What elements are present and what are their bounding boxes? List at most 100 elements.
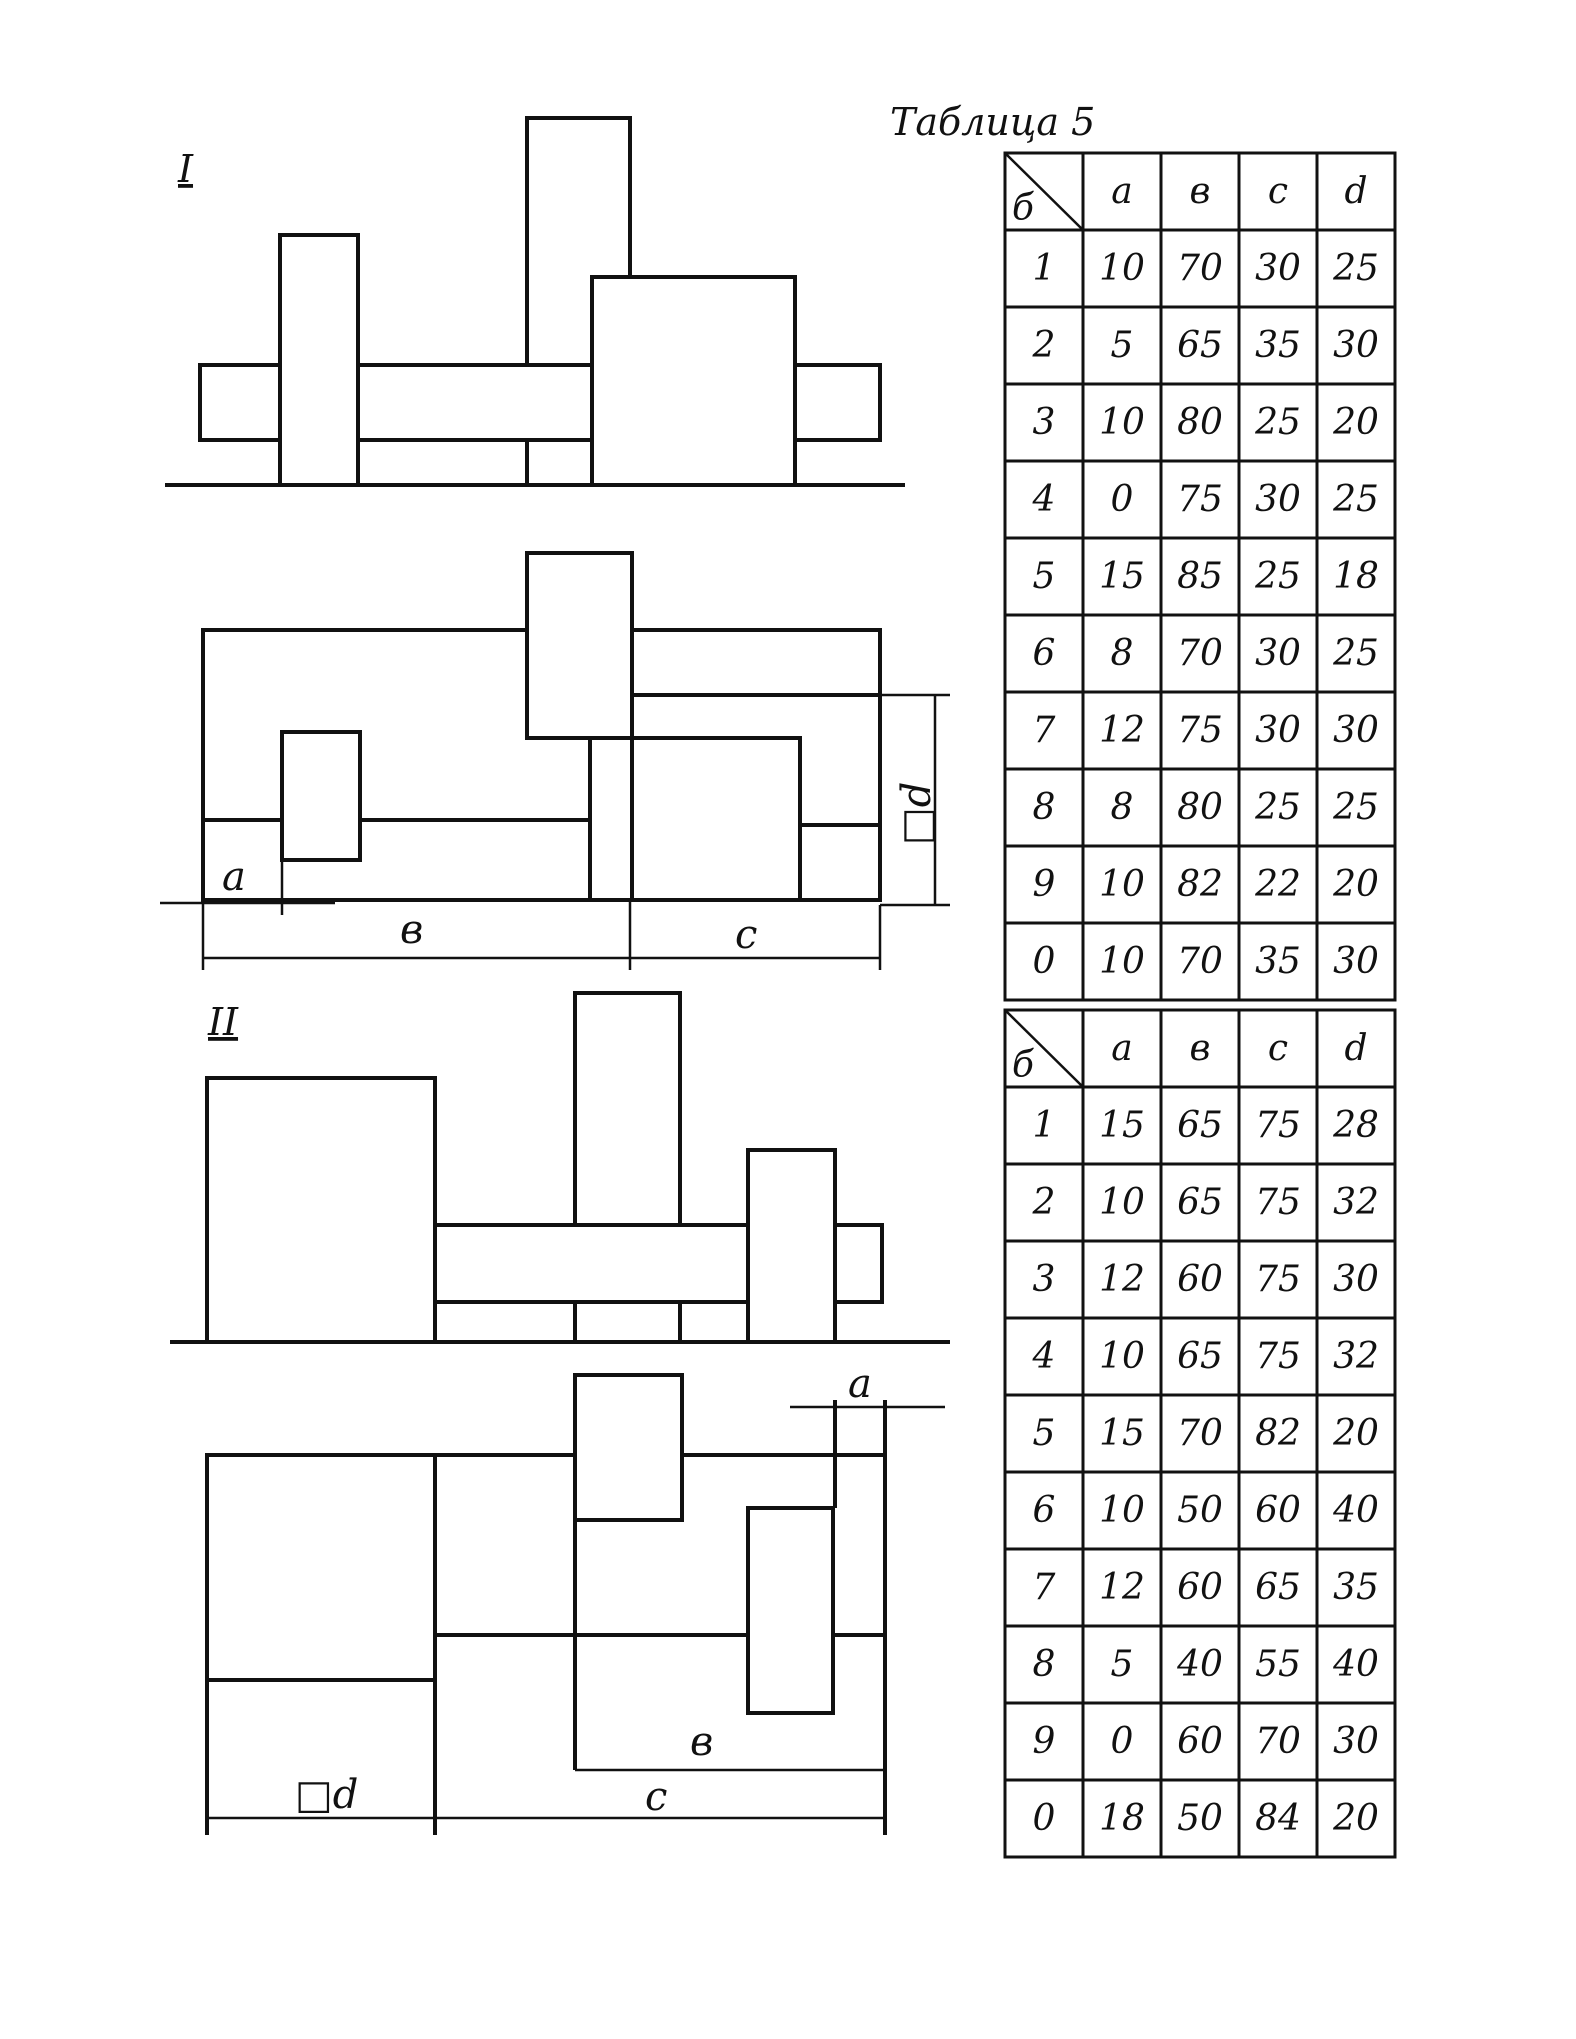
table-value: 35 (1333, 1567, 1379, 1608)
table-value: 70 (1177, 1413, 1223, 1454)
table-value: 32 (1333, 1182, 1379, 1223)
table-value: 10 (1099, 864, 1145, 905)
table-value: 0 (1111, 1721, 1134, 1762)
table-value: 85 (1177, 556, 1223, 597)
table-cell (1315, 690, 1397, 771)
table-value: 40 (1332, 1490, 1379, 1531)
table-cell (1159, 767, 1241, 848)
table-cell (1237, 1008, 1319, 1089)
table-cell (1003, 844, 1085, 925)
table-value: 75 (1177, 479, 1223, 520)
dim-2-a-label: a (848, 1361, 872, 1407)
table-header: d (1344, 171, 1367, 212)
table-value: 82 (1177, 864, 1223, 905)
table-value: 18 (1099, 1798, 1145, 1839)
table-value: 10 (1099, 941, 1145, 982)
table-value: 15 (1099, 1413, 1145, 1454)
table-value: 8 (1111, 787, 1134, 828)
table-corner-diagonal (1004, 152, 1084, 231)
table-cell (1315, 228, 1397, 309)
table-cell (1237, 921, 1319, 1002)
table-value: 30 (1333, 710, 1379, 751)
table-cell (1159, 921, 1241, 1002)
table-corner-diagonal (1004, 1009, 1084, 1088)
table-value: 20 (1332, 1413, 1379, 1454)
table-value: 12 (1099, 710, 1145, 751)
table-cell (1159, 1778, 1241, 1859)
table-cell (1237, 844, 1319, 925)
figure-1-top-block-top (525, 551, 634, 740)
table-header: d (1344, 1028, 1367, 1069)
dim-2-c-label: c (645, 1774, 667, 1820)
table-variant-number: 5 (1033, 556, 1056, 597)
table-value: 12 (1099, 1259, 1145, 1300)
table-value: 65 (1177, 1182, 1223, 1223)
figure-2-front-block-small (746, 1148, 837, 1344)
table-value: 75 (1255, 1182, 1301, 1223)
table-value: 80 (1177, 787, 1223, 828)
figure-2-top-block-large (205, 1453, 437, 1682)
table-value: 60 (1177, 1567, 1223, 1608)
table-value: 20 (1332, 864, 1379, 905)
figure-2-top-view: a в □d c (205, 1361, 945, 1835)
table-cell (1159, 1162, 1241, 1243)
figure-2-top-block-top (573, 1373, 684, 1522)
table-header: a (1111, 1028, 1132, 1069)
table-value: 20 (1332, 1798, 1379, 1839)
table-title: Таблица 5 (890, 100, 1095, 144)
table-value: 50 (1177, 1798, 1223, 1839)
figure-1-front-block-large (590, 275, 797, 487)
table-variant-number: 2 (1032, 1182, 1056, 1223)
table-value: 28 (1332, 1105, 1379, 1146)
table-cell (1081, 1778, 1163, 1859)
table-value: 25 (1254, 787, 1301, 828)
figure-2-front-block-large (205, 1076, 437, 1344)
table-cell (1081, 1008, 1163, 1089)
section-2-label: II (207, 1000, 239, 1044)
table-value: 55 (1255, 1644, 1301, 1685)
table-cell (1159, 1701, 1241, 1782)
table-value: 15 (1099, 1105, 1145, 1146)
table-value: 10 (1099, 248, 1145, 289)
table-cell (1237, 536, 1319, 617)
table-cell (1237, 382, 1319, 463)
table-value: 75 (1177, 710, 1223, 751)
table-cell (1003, 1547, 1085, 1628)
table-cell (1003, 1701, 1085, 1782)
table-variant-number: 0 (1033, 1798, 1056, 1839)
table-value: 5 (1111, 1644, 1134, 1685)
figure-2-top-block-small (746, 1506, 835, 1715)
table-cell (1237, 1701, 1319, 1782)
table-header: в (1190, 1028, 1211, 1069)
table-value: 60 (1177, 1721, 1223, 1762)
table-value: 70 (1255, 1721, 1301, 1762)
dim-2-b-label: в (690, 1719, 713, 1765)
table-corner-label: б (1012, 1045, 1035, 1086)
table-value: 35 (1255, 325, 1301, 366)
table-cell (1315, 1470, 1397, 1551)
table-value: 25 (1254, 402, 1301, 443)
table-value: 10 (1099, 402, 1145, 443)
table-cell (1159, 459, 1241, 540)
table-cell (1237, 767, 1319, 848)
table-value: 5 (1111, 325, 1134, 366)
table-header: c (1268, 171, 1288, 212)
table-value: 22 (1254, 864, 1301, 905)
table-value: 70 (1177, 941, 1223, 982)
table-value: 25 (1332, 633, 1379, 674)
table-value: 20 (1332, 402, 1379, 443)
table-value: 60 (1255, 1490, 1301, 1531)
table-variant-number: 3 (1033, 402, 1056, 443)
table-cell (1237, 1778, 1319, 1859)
table-value: 25 (1332, 479, 1379, 520)
table-value: 40 (1332, 1644, 1379, 1685)
table-value: 30 (1255, 710, 1301, 751)
table-variant-number: 8 (1033, 787, 1056, 828)
table-variant-number: 7 (1033, 1567, 1056, 1608)
table-value: 30 (1333, 325, 1379, 366)
table-cell (1003, 1393, 1085, 1474)
table-variant-number: 2 (1032, 325, 1056, 366)
table-value: 32 (1333, 1336, 1379, 1377)
